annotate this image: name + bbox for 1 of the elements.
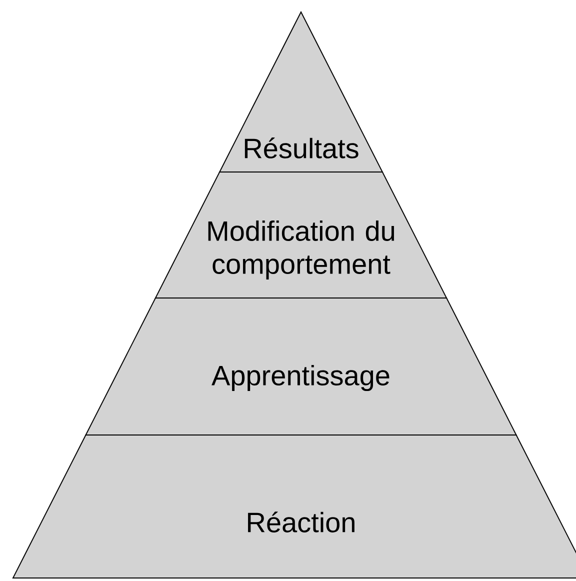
pyramid-level: Modification du comportement: [154, 172, 448, 298]
